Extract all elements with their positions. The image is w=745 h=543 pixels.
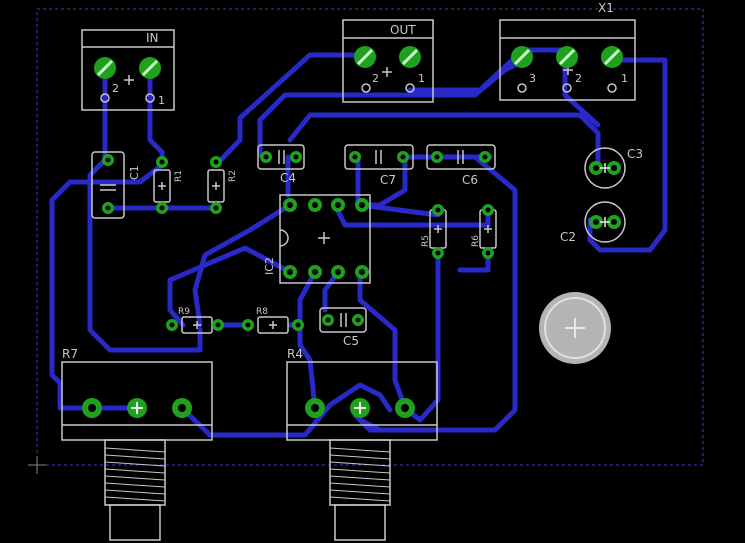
- label-ic2: IC2: [263, 257, 276, 275]
- label-r5: R5: [421, 235, 431, 247]
- copper-traces: [49, 47, 668, 438]
- terminal-pads: [94, 46, 623, 79]
- label-in: IN: [146, 31, 159, 45]
- label-out-pin-2: 2: [372, 72, 379, 85]
- terminal-screw-icon: [354, 46, 376, 68]
- label-x1: X1: [598, 1, 614, 15]
- label-x1-pin-1: 1: [621, 72, 628, 85]
- label-x1-pin-2: 2: [575, 72, 582, 85]
- label-c6: C6: [462, 173, 478, 187]
- terminal-screw-icon: [601, 46, 623, 68]
- label-c1: C1: [128, 165, 141, 180]
- pot-shaft-threads: [104, 447, 391, 502]
- polarity-marks: [600, 163, 610, 227]
- silkscreen: [61, 19, 636, 541]
- large-capacitor: [539, 292, 611, 364]
- label-out-pin-1: 1: [418, 72, 425, 85]
- label-x1-pin-3: 3: [529, 72, 536, 85]
- terminal-screw-icon: [94, 57, 116, 79]
- label-r7: R7: [62, 347, 78, 361]
- label-r8: R8: [256, 307, 268, 317]
- terminal-screw-icon: [556, 46, 578, 68]
- label-c7: C7: [380, 173, 396, 187]
- potentiometer-icon: [131, 402, 366, 414]
- label-c5: C5: [343, 334, 359, 348]
- terminal-screw-icon: [399, 46, 421, 68]
- via-hole-icon: [88, 154, 617, 412]
- terminal-screw-icon: [139, 57, 161, 79]
- label-r6: R6: [471, 235, 481, 247]
- label-r1: R1: [174, 170, 184, 182]
- component-pads: [82, 151, 621, 418]
- label-in-pin-1: 1: [158, 94, 165, 107]
- label-r4: R4: [287, 347, 303, 361]
- terminal-test-holes: [100, 83, 617, 103]
- label-c3: C3: [627, 147, 643, 161]
- label-r2: R2: [228, 170, 238, 182]
- label-out: OUT: [390, 23, 416, 37]
- label-c4: C4: [280, 171, 296, 185]
- terminal-screw-icon: [511, 46, 533, 68]
- origin-cross: [28, 456, 46, 474]
- label-in-pin-2: 2: [112, 82, 119, 95]
- component-labels: IN 2 1 OUT 2 1 X1 3 2 1 C1 R1 R2 C4 C7 C…: [62, 1, 643, 361]
- label-r9: R9: [178, 307, 190, 317]
- label-c2: C2: [560, 230, 576, 244]
